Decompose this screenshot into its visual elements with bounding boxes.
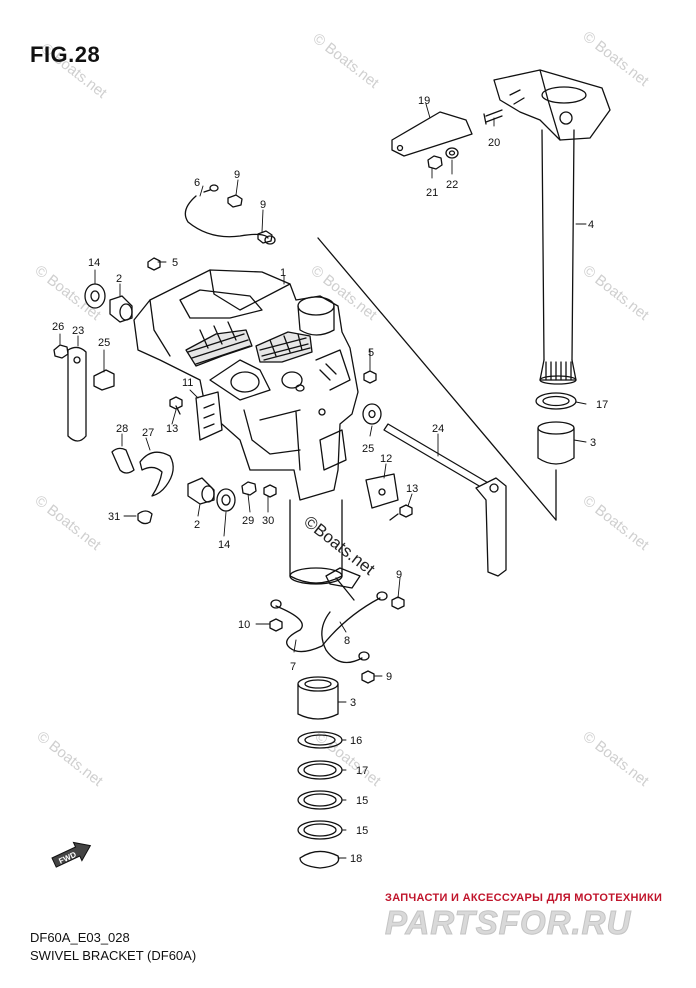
- clip: [137, 510, 153, 525]
- callout: 25: [362, 443, 374, 455]
- callout: 16: [350, 735, 362, 747]
- callout: 29: [242, 515, 254, 527]
- callout: 3: [590, 437, 596, 449]
- bushing: [297, 683, 339, 720]
- tilt-lock-plate: [67, 346, 87, 442]
- bolt: [483, 109, 503, 125]
- callout: 11: [182, 377, 193, 389]
- callout: 6: [194, 177, 200, 189]
- callout: 17: [596, 399, 608, 411]
- steering-shaft: [493, 69, 611, 385]
- branding-tagline: ЗАПЧАСТИ И АКСЕССУАРЫ ДЛЯ МОТОТЕХНИКИ: [385, 892, 663, 904]
- callout: 7: [290, 661, 296, 673]
- callout: 20: [488, 137, 500, 149]
- callout: 22: [446, 179, 458, 191]
- callout: 14: [88, 257, 100, 269]
- callout: 4: [588, 219, 594, 231]
- callout: 9: [260, 199, 266, 211]
- ground-wire: [184, 195, 269, 239]
- bolt: [391, 596, 405, 610]
- callout: 9: [234, 169, 240, 181]
- bolt: [363, 370, 377, 384]
- figure-caption: SWIVEL BRACKET (DF60A): [30, 948, 197, 963]
- pin: [362, 403, 382, 425]
- thrust-washer: [535, 392, 577, 410]
- bolt: [399, 504, 413, 518]
- callout: 18: [350, 853, 362, 865]
- callout: 2: [116, 273, 122, 285]
- clip: [111, 447, 135, 474]
- callout: 8: [344, 635, 350, 647]
- guide-line: [317, 237, 557, 521]
- figure-code: DF60A_E03_028: [30, 930, 130, 945]
- nut: [53, 344, 69, 359]
- callout: 14: [218, 539, 230, 551]
- callout: 21: [426, 187, 438, 199]
- callout: 17: [356, 765, 368, 777]
- spring: [139, 451, 174, 497]
- bolt: [361, 670, 375, 684]
- callout: 31: [108, 511, 120, 523]
- bolt: [257, 230, 273, 244]
- pin: [93, 369, 115, 391]
- washer: [84, 283, 106, 309]
- callout: 9: [386, 671, 392, 683]
- callout: 9: [396, 569, 402, 581]
- callout: 1: [280, 267, 286, 279]
- callout: 26: [52, 321, 64, 333]
- bushing: [537, 427, 575, 465]
- bolt: [269, 618, 283, 632]
- figure-title: FIG.28: [30, 42, 101, 67]
- callout-labels: 1 2 2 3 3 4 5 5 6 7 8 9 9 9 9 10 11 12 1…: [52, 95, 608, 865]
- callout: 12: [380, 453, 392, 465]
- bolt: [147, 257, 161, 271]
- ground-wire: [275, 597, 381, 653]
- callout: 19: [418, 95, 430, 107]
- nut: [427, 155, 443, 170]
- bushing: [187, 477, 215, 505]
- callout: 13: [166, 423, 178, 435]
- callout: 2: [194, 519, 200, 531]
- callout: 24: [432, 423, 444, 435]
- circlip: [299, 850, 340, 869]
- swivel-bracket: [133, 269, 361, 589]
- callout: 3: [350, 697, 356, 709]
- callout: 25: [98, 337, 110, 349]
- callout: 27: [142, 427, 154, 439]
- bushing: [109, 295, 133, 323]
- fwd-arrow-icon: FWD: [51, 841, 92, 868]
- callout: 5: [368, 347, 374, 359]
- washer: [216, 488, 236, 512]
- callout: 15: [356, 825, 368, 837]
- nut: [241, 481, 257, 496]
- steering-bracket: [391, 111, 473, 157]
- bolt: [263, 484, 277, 498]
- callout: 13: [406, 483, 418, 495]
- callout: 30: [262, 515, 274, 527]
- branding-logo[interactable]: PARTSFOR.RU: [384, 904, 632, 942]
- stopper: [365, 473, 399, 509]
- callout: 10: [238, 619, 250, 631]
- callout: 23: [72, 325, 84, 337]
- bolt: [227, 194, 243, 208]
- callout: 5: [172, 257, 178, 269]
- callout: 15: [356, 795, 368, 807]
- washer: [445, 147, 459, 159]
- bolt: [169, 396, 183, 410]
- fwd-label: FWD: [57, 850, 78, 866]
- ground-wire: [321, 611, 363, 664]
- callout: 28: [116, 423, 128, 435]
